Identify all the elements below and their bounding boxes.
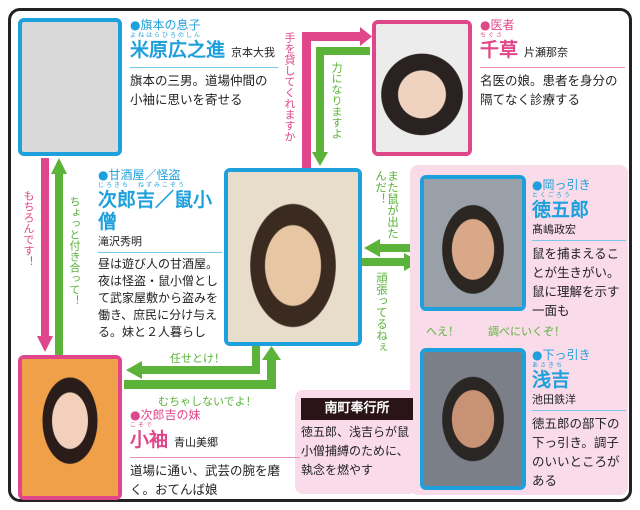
- role-label: ●下っ引き: [532, 348, 591, 362]
- arrow-tokugoro-to-jirokichi: [364, 239, 422, 257]
- actor-name: 青山美郷: [174, 436, 219, 449]
- actor-name: 池田鉄洋: [532, 393, 576, 406]
- actor-name: 滝沢秀明: [98, 235, 142, 248]
- role-label: ●次郎吉の妹: [130, 408, 201, 422]
- line-chotto: ちょっと付き合って！: [68, 196, 81, 306]
- role-label: ●旗本の息子: [130, 18, 201, 32]
- character-description: 道場に通い、武芸の腕を磨く。おてんば娘: [130, 457, 300, 499]
- character-name: 小袖: [130, 429, 169, 451]
- asakichi-photo: [420, 348, 526, 490]
- character-description: 鼠を捕まえることが生きがい。鼠に理解を示す一面も: [532, 240, 626, 320]
- arrow-kosode-to-jirokichi: [124, 346, 281, 389]
- arrow-chigusa-to-jirokichi: [312, 47, 370, 166]
- line-mochiron: もちろんです！: [22, 190, 35, 267]
- diagram-frame: [8, 8, 632, 502]
- arrow-yonehara-to-kosode: [37, 158, 53, 352]
- bugyosho-title: 南町奉行所: [301, 398, 413, 420]
- character-name: 千草: [480, 39, 519, 61]
- chigusa-card: ●医者 ちぐさ 千草片瀬那奈 名医の娘。患者を身分の隔てなく診療する: [480, 18, 625, 109]
- character-description: 徳五郎の部下の下っ引き。調子のいいところがある: [532, 410, 626, 490]
- arrow-kosode-to-yonehara: [51, 158, 67, 355]
- yonehara-card: ●旗本の息子 よねはらひろのしん 米原広之進京本大我 旗本の三男。道場仲間の小袖…: [130, 18, 278, 109]
- character-description: 昼は遊び人の甘酒屋。夜は怪盗・鼠小僧として武家屋敷から盗みを働き、庶民に分け与え…: [98, 252, 222, 341]
- actor-name: 片瀬那奈: [524, 46, 569, 59]
- line-ganbatteru: 頑張ってるねぇ: [375, 272, 389, 353]
- furigana: じろきち ねずみこぞう: [98, 182, 187, 189]
- character-name: 米原広之進: [130, 39, 226, 61]
- arrow-jirokichi-to-chigusa: [302, 27, 372, 168]
- line-chikara-ni: 力になりますよ: [330, 62, 343, 139]
- bugyosho-box: 南町奉行所 徳五郎、浅吉らが鼠小僧捕縛のために、執念を燃やす: [295, 390, 417, 494]
- actor-name: 髙嶋政宏: [532, 223, 576, 236]
- character-description: 旗本の三男。道場仲間の小袖に思いを寄せる: [130, 67, 278, 109]
- furigana: よねはらひろのしん: [130, 32, 203, 39]
- furigana: とくごろう: [532, 192, 572, 199]
- character-name: 徳五郎: [532, 199, 590, 221]
- line-muchashinai: むちゃしないでよ！: [158, 395, 257, 408]
- yonehara-photo-placeholder: [18, 18, 122, 156]
- tokugoro-card: ●岡っ引き とくごろう 徳五郎 髙嶋政宏 鼠を捕まえることが生きがい。鼠に理解を…: [532, 178, 626, 320]
- furigana: こそで: [130, 422, 155, 429]
- arrow-jirokichi-to-kosode: [126, 346, 260, 379]
- line-mata-nezumi: また鼠が出たんだ！: [374, 170, 400, 239]
- kosode-card: ●次郎吉の妹 こそで 小袖青山美郷 道場に通い、武芸の腕を磨く。おてんば娘: [130, 408, 300, 499]
- line-te-wo-kashite: 手を貸してくれますか: [283, 32, 296, 142]
- line-makasetoke: 任せとけ！: [170, 352, 225, 365]
- role-label: ●甘酒屋／怪盗: [98, 168, 181, 182]
- furigana: ちぐさ: [480, 32, 505, 39]
- role-label: ●岡っ引き: [532, 178, 591, 192]
- jirokichi-photo: [224, 168, 362, 346]
- furigana: あさきち: [532, 362, 565, 369]
- character-name: 次郎吉／鼠小僧: [98, 189, 213, 233]
- chigusa-photo: [372, 20, 472, 156]
- line-shirabe: 調べにいくぞ！: [488, 325, 565, 338]
- bugyosho-description: 徳五郎、浅吉らが鼠小僧捕縛のために、執念を燃やす: [301, 425, 410, 477]
- character-name: 浅吉: [532, 369, 571, 391]
- kosode-photo: [18, 355, 122, 500]
- tokugoro-photo: [420, 175, 526, 311]
- character-description: 名医の娘。患者を身分の隔てなく診療する: [480, 67, 625, 109]
- role-label: ●医者: [480, 18, 515, 32]
- jirokichi-card: ●甘酒屋／怪盗 じろきち ねずみこぞう 次郎吉／鼠小僧 滝沢秀明 昼は遊び人の甘…: [98, 168, 222, 341]
- actor-name: 京本大我: [231, 46, 276, 59]
- line-hee: へえ！: [426, 325, 459, 338]
- asakichi-card: ●下っ引き あさきち 浅吉 池田鉄洋 徳五郎の部下の下っ引き。調子のいいところが…: [532, 348, 626, 490]
